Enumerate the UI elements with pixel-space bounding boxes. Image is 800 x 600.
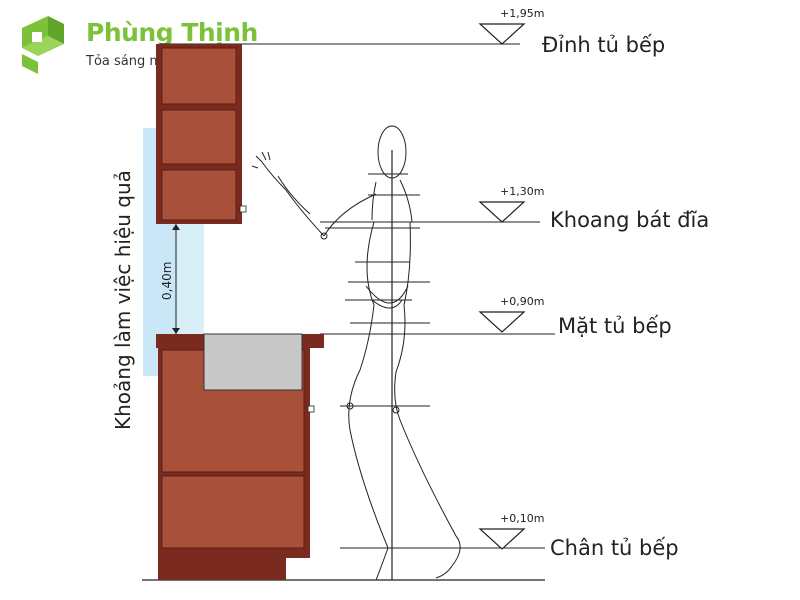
human-figure (251, 125, 461, 581)
level-name-counter: Mặt tủ bếp (558, 314, 672, 338)
level-name-shelf: Khoang bát đĩa (550, 208, 710, 232)
level-name-top: Đỉnh tủ bếp (542, 33, 666, 57)
upper-cabinet (156, 44, 247, 224)
level-marker-top (478, 23, 526, 45)
lower-cabinet (156, 333, 324, 580)
brand-name: Phùng Thịnh (86, 18, 258, 47)
brand-logo-icon (22, 16, 64, 74)
work-zone-label: Khoảng làm việc hiệu quả (111, 170, 135, 430)
level-marker-foot (478, 528, 526, 550)
level-value-counter: +0,90m (500, 295, 545, 308)
level-name-foot: Chân tủ bếp (550, 536, 679, 560)
level-marker-counter (478, 311, 526, 333)
level-value-shelf: +1,30m (500, 185, 545, 198)
level-value-foot: +0,10m (500, 512, 545, 525)
level-marker-shelf (478, 201, 526, 223)
gap-dimension-label: 0,40m (160, 261, 174, 300)
level-value-top: +1,95m (500, 7, 545, 20)
